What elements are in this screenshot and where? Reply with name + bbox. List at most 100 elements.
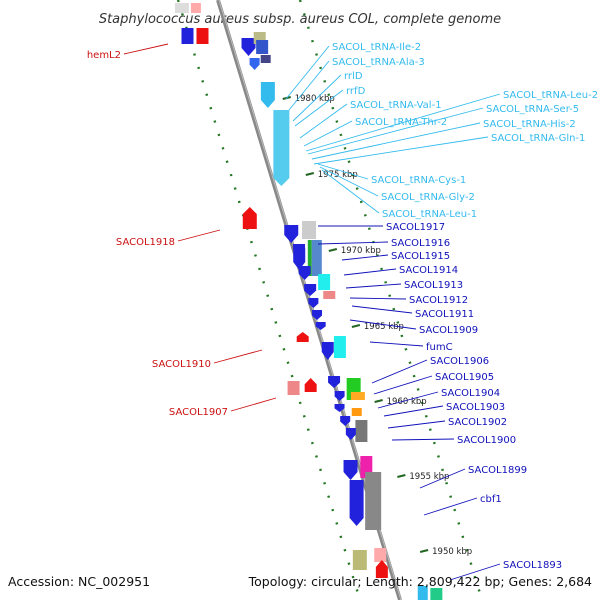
forward-gene-label: SACOL1915 xyxy=(391,251,450,262)
rna-label: SACOL_tRNA-Leu-1 xyxy=(382,209,477,220)
forward-gene-leader xyxy=(371,359,428,384)
gene-feature-dark-grey xyxy=(365,472,382,530)
forward-gene-arrow-large xyxy=(349,480,364,526)
forward-gene-leader xyxy=(349,297,407,300)
forward-gene-leader xyxy=(317,241,389,245)
reverse-gene-arrow xyxy=(242,207,257,229)
topology-text: Topology: circular; Length: 2,809,422 bp… xyxy=(248,574,592,589)
reverse-gene-arrow xyxy=(375,560,388,578)
rna-label: SACOL_tRNA-Cys-1 xyxy=(371,175,466,186)
forward-gene-label: SACOL1900 xyxy=(457,435,516,446)
gene-feature-pink xyxy=(374,548,387,562)
reverse-gene-label: SACOL1918 xyxy=(116,237,175,248)
forward-gene-leader xyxy=(449,563,501,581)
ruler-tick xyxy=(397,474,406,478)
forward-gene-leader xyxy=(383,405,444,417)
gene-feature-orange xyxy=(350,392,365,400)
rna-leader xyxy=(292,74,342,122)
forward-gene-leader xyxy=(351,305,413,314)
forward-gene-label: SACOL1916 xyxy=(391,238,450,249)
forward-gene-leader xyxy=(373,375,433,395)
ruler-tick xyxy=(328,248,338,252)
forward-gene-leader xyxy=(377,391,439,409)
rna-leader xyxy=(303,120,353,147)
gene-feature-dark-grey xyxy=(355,420,368,442)
forward-gene-label: SACOL1914 xyxy=(399,265,458,276)
forward-gene-arrow xyxy=(284,225,299,243)
ruler-tick xyxy=(305,172,315,176)
gene-feature-pink xyxy=(323,291,336,299)
gene-feature-pink xyxy=(190,3,201,13)
rna-label: SACOL_tRNA-Thr-2 xyxy=(355,117,447,128)
rna-label: SACOL_tRNA-Gln-1 xyxy=(491,133,585,144)
map-title: Staphylococcus aureus subsp. aureus COL,… xyxy=(99,12,501,27)
gene-feature-red xyxy=(196,28,209,44)
ruler-label: 1970 kbp xyxy=(341,246,381,256)
ruler-label: 1965 kbp xyxy=(364,322,404,332)
gene-feature-cyan xyxy=(318,274,331,290)
ruler-tick xyxy=(419,549,429,553)
ruler-tick xyxy=(374,399,383,403)
rna-leader xyxy=(285,45,330,100)
gene-feature-blue xyxy=(311,240,322,276)
forward-gene-arrow xyxy=(321,342,334,360)
gene-feature-olive xyxy=(352,550,367,570)
forward-gene-leader xyxy=(419,468,466,489)
forward-gene-label: SACOL1911 xyxy=(415,309,474,320)
forward-gene-label: SACOL1903 xyxy=(446,402,505,413)
rna-leader xyxy=(313,136,489,165)
forward-gene-arrow xyxy=(293,248,306,270)
forward-gene-label: cbf1 xyxy=(480,494,502,505)
reverse-gene-label: hemL2 xyxy=(87,50,121,61)
rna-leader xyxy=(305,93,501,152)
reverse-gene-arrow xyxy=(296,332,309,342)
ruler-label: 1975 kbp xyxy=(318,170,358,180)
rna-leader xyxy=(307,107,484,155)
rna-label: SACOL_tRNA-Val-1 xyxy=(350,100,442,111)
rna-label: rrfD xyxy=(346,86,366,97)
forward-gene-labels: SACOL1917SACOL1916SACOL1915SACOL1914SACO… xyxy=(317,222,562,581)
ruler-tick xyxy=(351,324,361,328)
rna-label: SACOL_tRNA-Ser-5 xyxy=(486,104,579,115)
rna-label: SACOL_tRNA-Ile-2 xyxy=(332,42,421,53)
forward-gene-arrow xyxy=(328,376,341,388)
forward-gene-arrow xyxy=(249,58,260,70)
reverse-gene-leader xyxy=(230,397,277,412)
reverse-gene-label: SACOL1907 xyxy=(169,407,228,418)
forward-gene-leader xyxy=(343,268,397,276)
ruler-label: 1960 kbp xyxy=(387,397,427,407)
rna-label: SACOL_tRNA-Leu-2 xyxy=(503,90,598,101)
forward-gene-arrow xyxy=(334,391,345,401)
gene-feature-grey xyxy=(174,3,189,13)
forward-gene-arrow xyxy=(315,322,326,330)
forward-gene-leader xyxy=(349,319,417,330)
gene-feature-teal xyxy=(430,588,443,600)
ruler-label: 1955 kbp xyxy=(409,472,449,482)
gene-feature-blue xyxy=(181,28,194,44)
forward-gene-label: SACOL1904 xyxy=(441,388,500,399)
forward-gene-leader xyxy=(369,341,424,347)
rna-leader xyxy=(311,122,481,160)
ruler-label: 1980 kbp xyxy=(295,94,335,104)
gene-feature-blue xyxy=(256,40,269,54)
gene-feature-lightblue xyxy=(417,586,428,600)
rna-leader xyxy=(319,166,379,197)
reverse-gene-arrow xyxy=(304,378,317,392)
forward-gene-arrow xyxy=(298,266,311,280)
forward-gene-label: SACOL1905 xyxy=(435,372,494,383)
rrna-arrow-large xyxy=(273,110,290,186)
gene-feature-pink xyxy=(287,381,300,395)
forward-gene-arrow xyxy=(241,38,256,56)
rna-leader xyxy=(321,169,380,214)
rna-leader xyxy=(299,103,348,139)
forward-gene-arrow xyxy=(308,298,319,308)
ruler-label: 1950 kbp xyxy=(432,547,472,557)
gene-feature-navy xyxy=(260,55,271,63)
forward-gene-leader xyxy=(423,497,478,516)
gene-features xyxy=(174,3,443,600)
gene-feature-cyan xyxy=(333,336,346,358)
gene-feature-grey xyxy=(302,221,317,239)
